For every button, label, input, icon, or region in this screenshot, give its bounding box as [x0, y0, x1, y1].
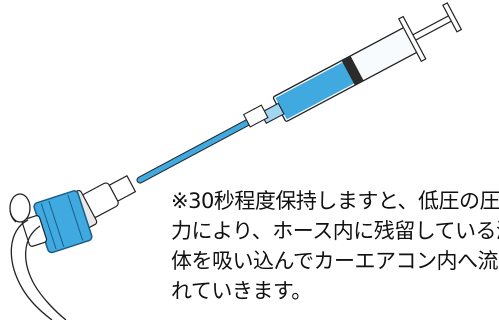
caption-line-1: ※30秒程度保持しますと、低圧の圧 — [171, 189, 499, 213]
caption-line-3: 体を吸い込んでカーエアコン内へ流 — [171, 249, 498, 273]
plunger-thumb-press — [442, 2, 463, 33]
caption: ※30秒程度保持しますと、低圧の圧 力により、ホース内に残留している液 体を吸い… — [171, 186, 499, 306]
thin-tube — [136, 104, 269, 184]
plunger-seal — [341, 55, 364, 86]
barrel-fluid — [275, 61, 356, 120]
caption-line-2: 力により、ホース内に残留している液 — [171, 219, 499, 243]
blue-connector — [21, 190, 93, 254]
tube-adapter — [242, 104, 269, 128]
syringe — [259, 2, 463, 125]
caption-line-4: れていきます。 — [171, 279, 312, 303]
finger-flange — [397, 15, 427, 63]
ac-hose — [9, 193, 67, 320]
